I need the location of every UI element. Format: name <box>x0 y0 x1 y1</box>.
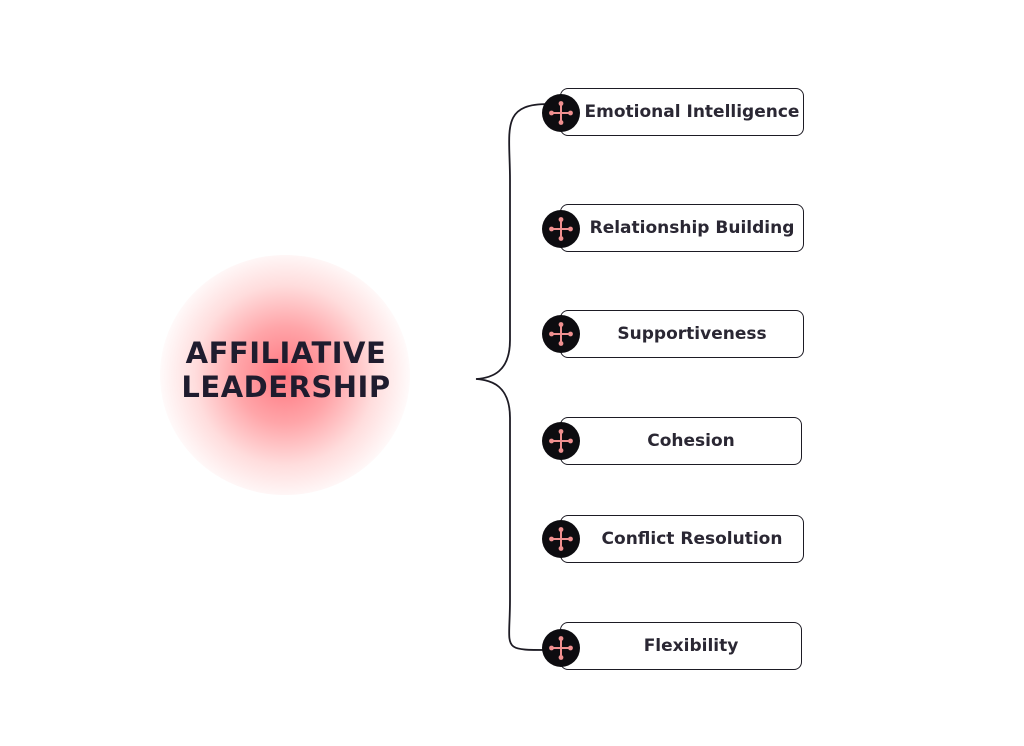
node-emotional-intelligence: Emotional Intelligence <box>560 88 804 136</box>
node-label: Conflict Resolution <box>601 529 783 549</box>
node-cohesion: Cohesion <box>560 417 802 465</box>
move-arrows-icon <box>542 315 580 353</box>
move-arrows-icon <box>542 520 580 558</box>
title-line-2: LEADERSHIP <box>181 370 391 404</box>
node-label: Flexibility <box>643 636 739 656</box>
move-arrows-icon <box>542 210 580 248</box>
move-arrows-icon <box>542 94 580 132</box>
node-relationship-building: Relationship Building <box>560 204 804 252</box>
node-label: Emotional Intelligence <box>584 102 800 122</box>
node-conflict-resolution: Conflict Resolution <box>560 515 804 563</box>
diagram-title: AFFILIATIVE LEADERSHIP <box>160 336 412 404</box>
title-glow <box>160 255 410 495</box>
node-label: Cohesion <box>647 431 735 451</box>
move-arrows-icon <box>542 422 580 460</box>
title-line-1: AFFILIATIVE <box>185 336 387 370</box>
node-label: Supportiveness <box>617 324 767 344</box>
node-label: Relationship Building <box>589 218 795 238</box>
node-supportiveness: Supportiveness <box>560 310 804 358</box>
move-arrows-icon <box>542 629 580 667</box>
node-flexibility: Flexibility <box>560 622 802 670</box>
